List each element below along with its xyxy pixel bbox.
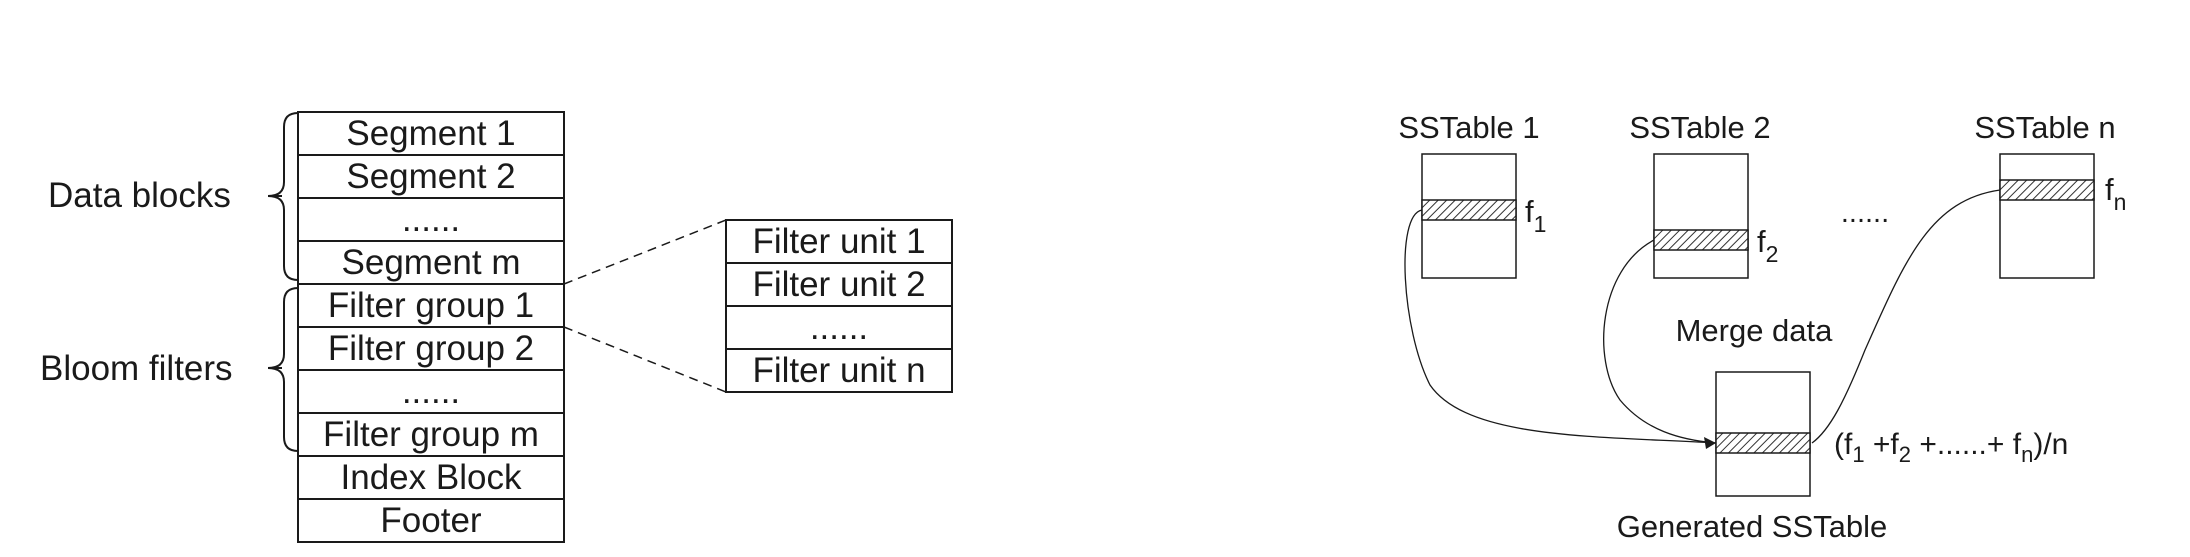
sstable-1-filter-band — [1421, 199, 1517, 221]
merge-arrowhead — [1704, 437, 1716, 449]
index-block-label: Index Block — [341, 458, 522, 497]
sstable-2: SSTable 2 f2 — [1629, 110, 1778, 279]
segment-ellipsis-label: ...... — [402, 200, 460, 239]
formula-sub-1: 1 — [1852, 442, 1864, 467]
formula-plus-1: +f — [1865, 428, 1900, 461]
generated-sstable-filter-band — [1715, 432, 1811, 454]
filter-unit-2-label: Filter unit 2 — [752, 265, 925, 304]
sstable-2-f-sub: 2 — [1766, 241, 1779, 267]
generated-sstable-label: Generated SSTable — [1617, 509, 1888, 544]
filter-group-1-label: Filter group 1 — [328, 286, 534, 325]
filter-unit-ellipsis-label: ...... — [810, 308, 868, 347]
sstable-1-f-sub: 1 — [1534, 211, 1547, 237]
sstable-1-f: f — [1525, 194, 1534, 229]
sstable-2-box — [1653, 153, 1749, 279]
sstable-n-title: SSTable n — [1974, 110, 2115, 145]
sstable-1-f-label: f1 — [1525, 194, 1546, 237]
formula-sub-2: 2 — [1899, 442, 1911, 467]
merge-curve-2 — [1603, 239, 1717, 444]
merge-curve-1 — [1404, 209, 1717, 444]
filter-group-m-cell — [297, 412, 565, 457]
sstable-n: SSTable n fn — [1974, 110, 2126, 279]
segment-m-label: Segment m — [342, 243, 521, 282]
filter-unit-n-label: Filter unit n — [752, 351, 925, 390]
filter-unit-ellipsis-cell — [725, 305, 953, 350]
sstable-n-f-label: fn — [2105, 172, 2126, 215]
formula-close: )/n — [2033, 428, 2068, 461]
sstable-n-f-sub: n — [2114, 189, 2127, 215]
sstable-structure: Segment 1 Segment 2 ...... Segment m Fil… — [297, 111, 565, 543]
sstable-n-f: f — [2105, 172, 2114, 207]
sstable-1-title: SSTable 1 — [1398, 110, 1539, 145]
sstable-ellipsis: ...... — [1841, 197, 1889, 229]
segment-2-cell — [297, 154, 565, 199]
merged-fpr-formula: (f1 +f2 +......+ fn)/n — [1834, 428, 2068, 467]
bloom-filters-brace — [267, 287, 299, 452]
bloom-filters-label: Bloom filters — [40, 349, 233, 388]
expansion-dash-bottom — [563, 326, 727, 393]
filter-group-2-label: Filter group 2 — [328, 329, 534, 368]
filter-group-m-label: Filter group m — [323, 415, 539, 454]
formula-middle: +......+ f — [1911, 428, 2022, 461]
sstable-2-f-label: f2 — [1757, 224, 1778, 267]
sstable-n-filter-band — [1999, 179, 2095, 201]
sstable-2-f: f — [1757, 224, 1766, 259]
filter-unit-n-cell — [725, 348, 953, 393]
footer-label: Footer — [380, 501, 481, 540]
formula-sub-n: n — [2021, 442, 2033, 467]
segment-1-label: Segment 1 — [346, 114, 515, 153]
filter-unit-1-label: Filter unit 1 — [752, 222, 925, 261]
filter-unit-2-cell — [725, 262, 953, 307]
sstable-n-box — [1999, 153, 2095, 279]
sstable-2-title: SSTable 2 — [1629, 110, 1770, 145]
footer-cell — [297, 498, 565, 543]
segment-2-label: Segment 2 — [346, 157, 515, 196]
sstable-2-filter-band — [1653, 229, 1749, 251]
filter-group-2-cell — [297, 326, 565, 371]
filter-units: Filter unit 1 Filter unit 2 ...... Filte… — [725, 219, 953, 393]
generated-sstable: Generated SSTable — [1617, 371, 1888, 544]
formula-open: (f — [1834, 428, 1853, 461]
filter-group-ellipsis-label: ...... — [402, 372, 460, 411]
merge-curve-n — [1811, 189, 2001, 444]
merge-data-label: Merge data — [1676, 313, 1834, 348]
segment-1-cell — [297, 111, 565, 156]
data-blocks-label: Data blocks — [48, 176, 231, 215]
expansion-dash-top — [563, 219, 727, 285]
segment-m-cell — [297, 240, 565, 285]
sstable-1: SSTable 1 f1 — [1398, 110, 1546, 279]
